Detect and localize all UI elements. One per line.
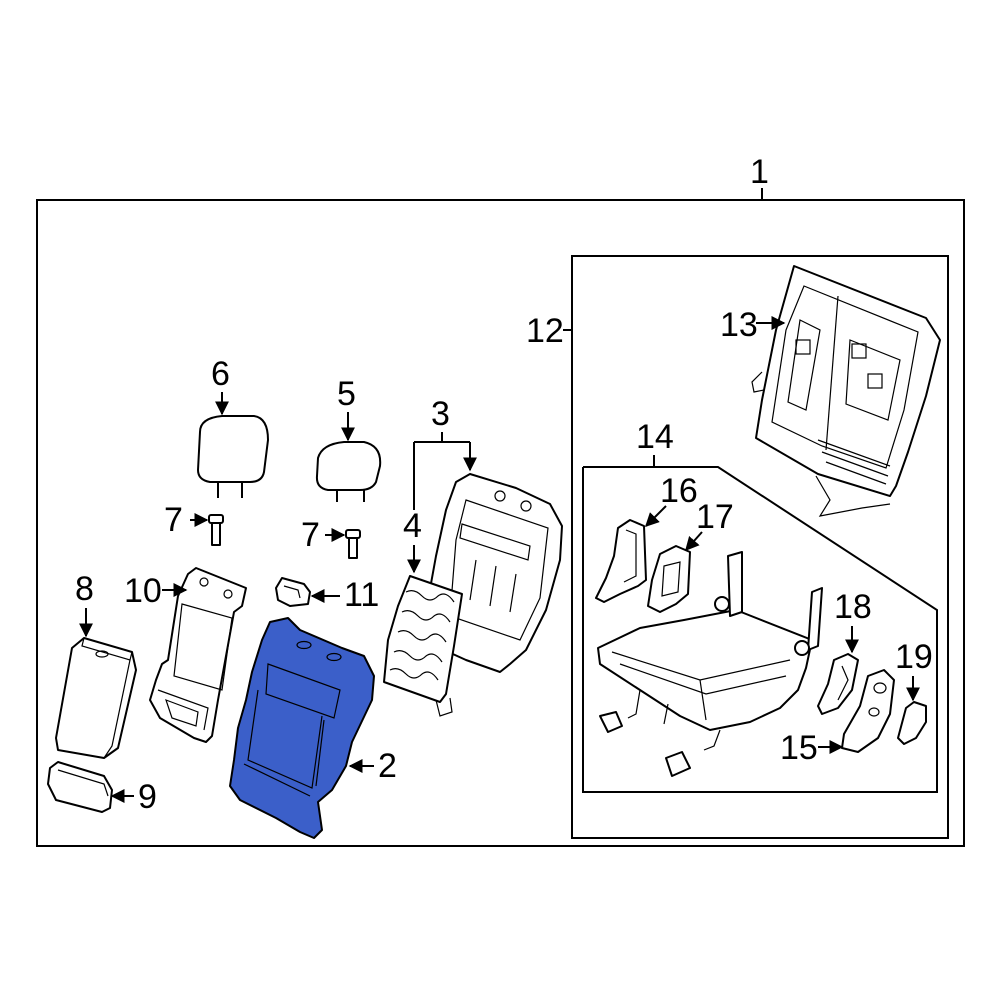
callout-18[interactable]: 18 bbox=[834, 588, 872, 626]
part-6-headrest[interactable] bbox=[197, 415, 269, 498]
part-14-seat-track-frame[interactable] bbox=[597, 551, 823, 777]
callout-6[interactable]: 6 bbox=[211, 355, 230, 393]
part-10-armrest-frame[interactable] bbox=[149, 567, 247, 743]
seat-frame-subassembly-box bbox=[571, 255, 949, 839]
part-16-trim[interactable] bbox=[595, 519, 647, 603]
part-2-seat-back-cover[interactable] bbox=[229, 617, 375, 839]
part-8-armrest[interactable] bbox=[55, 637, 137, 759]
part-4-suspension-mat[interactable] bbox=[383, 575, 463, 717]
callout-17-arrow bbox=[685, 531, 703, 552]
part-9-insert[interactable] bbox=[47, 761, 113, 813]
assembly-frame bbox=[36, 199, 965, 847]
part-7-bolt-right[interactable] bbox=[345, 529, 361, 559]
part-13-seat-back-frame[interactable] bbox=[751, 265, 941, 517]
part-18-side-trim[interactable] bbox=[817, 653, 859, 715]
callout-14[interactable]: 14 bbox=[636, 418, 674, 456]
part-19-knob[interactable] bbox=[897, 701, 927, 745]
callout-8[interactable]: 8 bbox=[75, 570, 94, 608]
callout-10[interactable]: 10 bbox=[124, 572, 162, 610]
callout-16-arrow bbox=[645, 505, 667, 527]
callout-19[interactable]: 19 bbox=[895, 638, 933, 676]
callout-15[interactable]: 15 bbox=[780, 729, 818, 767]
callout-9[interactable]: 9 bbox=[138, 778, 157, 816]
callout-1[interactable]: 1 bbox=[750, 153, 769, 191]
callout-7b[interactable]: 7 bbox=[301, 516, 320, 554]
callout-5[interactable]: 5 bbox=[337, 375, 356, 413]
part-11-clip[interactable] bbox=[275, 577, 311, 607]
callout-4[interactable]: 4 bbox=[403, 507, 422, 545]
callout-16[interactable]: 16 bbox=[660, 472, 698, 510]
part-5-headrest[interactable] bbox=[315, 441, 382, 502]
callout-7a[interactable]: 7 bbox=[164, 501, 183, 539]
callout-13[interactable]: 13 bbox=[720, 306, 758, 344]
callout-17[interactable]: 17 bbox=[696, 498, 734, 536]
part-15-side-cover[interactable] bbox=[841, 669, 895, 753]
callout-2[interactable]: 2 bbox=[378, 747, 397, 785]
callout-12[interactable]: 12 bbox=[526, 312, 564, 350]
callout-3[interactable]: 3 bbox=[431, 395, 450, 433]
part-7-bolt-left[interactable] bbox=[208, 514, 224, 546]
part-17-bracket[interactable] bbox=[647, 545, 691, 613]
seat-track-subassembly-box bbox=[582, 466, 938, 793]
callout-11[interactable]: 11 bbox=[344, 576, 379, 614]
